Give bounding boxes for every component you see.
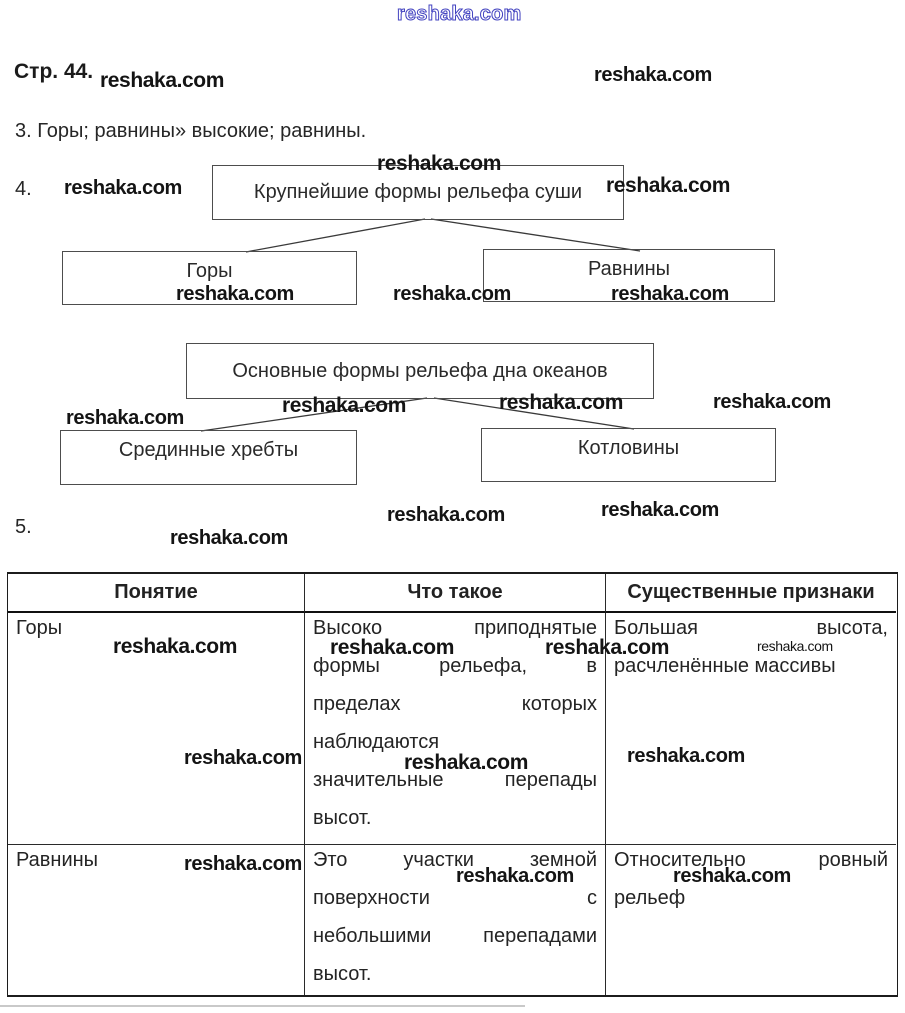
what-2-line: высот.	[313, 963, 372, 985]
table-cell-features-2: Относительно ровный рельеф	[606, 845, 896, 995]
what-2-line: поверхности с	[313, 887, 597, 909]
watermark: reshaka.com	[594, 64, 712, 86]
flowchart2-right-box: Котловины	[481, 428, 776, 482]
table-cell-concept-2: Равнины	[8, 845, 305, 995]
watermark: reshaka.com	[606, 174, 731, 197]
definitions-table: Понятие Что такое Существенные признаки …	[7, 572, 898, 997]
watermark: reshaka.com	[330, 636, 455, 659]
watermark: reshaka.com	[601, 499, 719, 521]
flowchart1-root-label: Крупнейшие формы рельефа суши	[253, 181, 583, 203]
flowchart2-root-box: Основные формы рельефа дна океанов	[186, 343, 654, 399]
item-5-label: 5.	[15, 516, 32, 538]
concept-1-text: Горы	[16, 617, 63, 639]
what-1-line: пределах которых	[313, 693, 597, 715]
watermark-outline: reshaka.com	[397, 3, 522, 26]
table-cell-features-1: Большая высота, расчленённые массивы	[606, 613, 896, 845]
flowchart2-right-label: Котловины	[577, 437, 680, 459]
watermark: reshaka.com	[456, 865, 574, 887]
flowchart1-right-label: Равнины	[587, 258, 671, 280]
table-cell-concept-1: Горы	[8, 613, 305, 845]
scan-artifact-line	[0, 1005, 525, 1007]
watermark: reshaka.com	[377, 152, 502, 175]
answer-3-text: 3. Горы; равнины» высокие; равнины.	[15, 120, 367, 142]
flowchart2-left-label: Срединные хребты	[118, 439, 299, 461]
flowchart1-left-box: Горы	[62, 251, 357, 305]
what-1-line: высот.	[313, 807, 372, 829]
watermark: reshaka.com	[545, 636, 670, 659]
table-cell-what-1: Высоко приподнятые формы рельефа, в пред…	[305, 613, 606, 845]
watermark: reshaka.com	[713, 391, 831, 413]
features-2-line: Относительно ровный	[614, 849, 888, 871]
table-cell-what-2: Это участки земной поверхности с небольш…	[305, 845, 606, 995]
what-1-line: формы рельефа, в	[313, 655, 597, 677]
watermark: reshaka.com	[673, 865, 791, 887]
flowchart2-root-label: Основные формы рельефа дна океанов	[232, 359, 608, 382]
flowchart1-right-box: Равнины	[483, 249, 775, 302]
watermark: reshaka.com	[184, 747, 302, 769]
watermark: reshaka.com	[184, 853, 302, 875]
features-1-line: расчленённые массивы	[614, 655, 836, 677]
watermark: reshaka.com	[611, 283, 729, 305]
watermark: reshaka.com	[393, 283, 511, 305]
watermark: reshaka.com	[170, 527, 288, 549]
what-1-line: Высоко приподнятые	[313, 617, 597, 639]
concept-2-text: Равнины	[16, 849, 99, 871]
flowchart2-left-box: Срединные хребты	[60, 430, 357, 485]
flowchart1-root-box: Крупнейшие формы рельефа суши	[212, 165, 624, 220]
item-4-label: 4.	[15, 178, 32, 200]
features-2-line: рельеф	[614, 887, 686, 909]
watermark: reshaka.com	[176, 283, 294, 305]
watermark: reshaka.com	[627, 745, 745, 767]
flowchart1-left-label: Горы	[186, 260, 233, 282]
table-header-concept: Понятие	[8, 574, 305, 613]
what-1-line: наблюдаются	[313, 731, 440, 753]
page-number-label: Стр. 44.	[14, 60, 94, 83]
watermark: reshaka.com	[64, 177, 182, 199]
watermark: reshaka.com	[66, 407, 184, 429]
what-2-line: Это участки земной	[313, 849, 597, 871]
watermark: reshaka.com	[387, 504, 505, 526]
watermark: reshaka.com	[499, 391, 624, 414]
watermark: reshaka.com	[404, 751, 529, 774]
features-1-line: Большая высота,	[614, 617, 888, 639]
watermark: reshaka.com	[757, 638, 833, 654]
what-1-line: значительные перепады	[313, 769, 597, 791]
watermark: reshaka.com	[113, 635, 238, 658]
table-header-what: Что такое	[305, 574, 606, 613]
what-2-line: небольшими перепадами	[313, 925, 597, 947]
table-header-features: Существенные признаки	[606, 574, 896, 613]
watermark: reshaka.com	[100, 69, 225, 92]
watermark: reshaka.com	[282, 394, 407, 417]
